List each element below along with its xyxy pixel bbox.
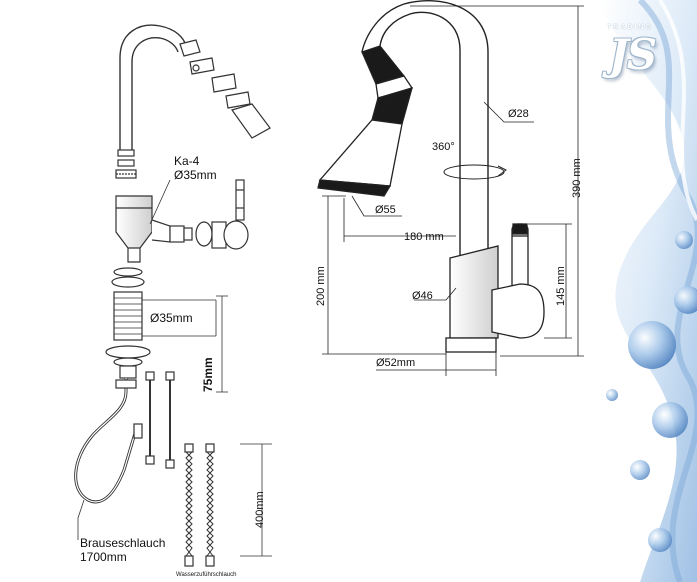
mount-diameter-label: Ø35mm <box>150 311 193 325</box>
lever-height-label: 145 mm <box>555 266 567 306</box>
water-bubble-7 <box>606 389 618 401</box>
dimension-view <box>317 0 584 376</box>
mount-height-label: 75mm <box>201 357 215 392</box>
braided-hoses <box>184 443 215 567</box>
brand-logo-text: JS <box>608 30 657 79</box>
spray-hose-length-label: 1700mm <box>80 550 127 564</box>
part-label: Ka-4 <box>174 154 200 168</box>
base-diameter-label: Ø52mm <box>376 357 416 369</box>
body-height-label: 200 mm <box>315 266 327 306</box>
part-diameter-label: Ø35mm <box>174 168 217 182</box>
spray-head-diameter-label: Ø55 <box>375 204 396 216</box>
supply-hose-length-label: 400mm <box>254 491 266 528</box>
rotation-label: 360° <box>432 141 455 153</box>
supply-hose-name-label: Wasserzuführschlauch <box>176 572 237 578</box>
water-bubble-2 <box>674 286 697 314</box>
reach-label: 180 mm <box>404 231 444 243</box>
body-diameter-label: Ø46 <box>412 290 433 302</box>
water-bubble-5 <box>675 231 693 249</box>
spout-diameter-label: Ø28 <box>508 108 529 120</box>
js-trading-logo: TRADING JS <box>591 24 673 79</box>
total-height-label: 390 mm <box>571 158 583 198</box>
exploded-view <box>74 24 272 567</box>
brand-tagline: TRADING <box>607 24 653 31</box>
water-splash-decoration <box>600 0 697 582</box>
water-bubble-3 <box>652 402 688 438</box>
water-bubble-1 <box>628 321 676 369</box>
spray-hose-name-label: Brauseschlauch <box>80 536 166 550</box>
water-bubble-4 <box>630 460 650 480</box>
water-bubble-6 <box>648 528 672 552</box>
